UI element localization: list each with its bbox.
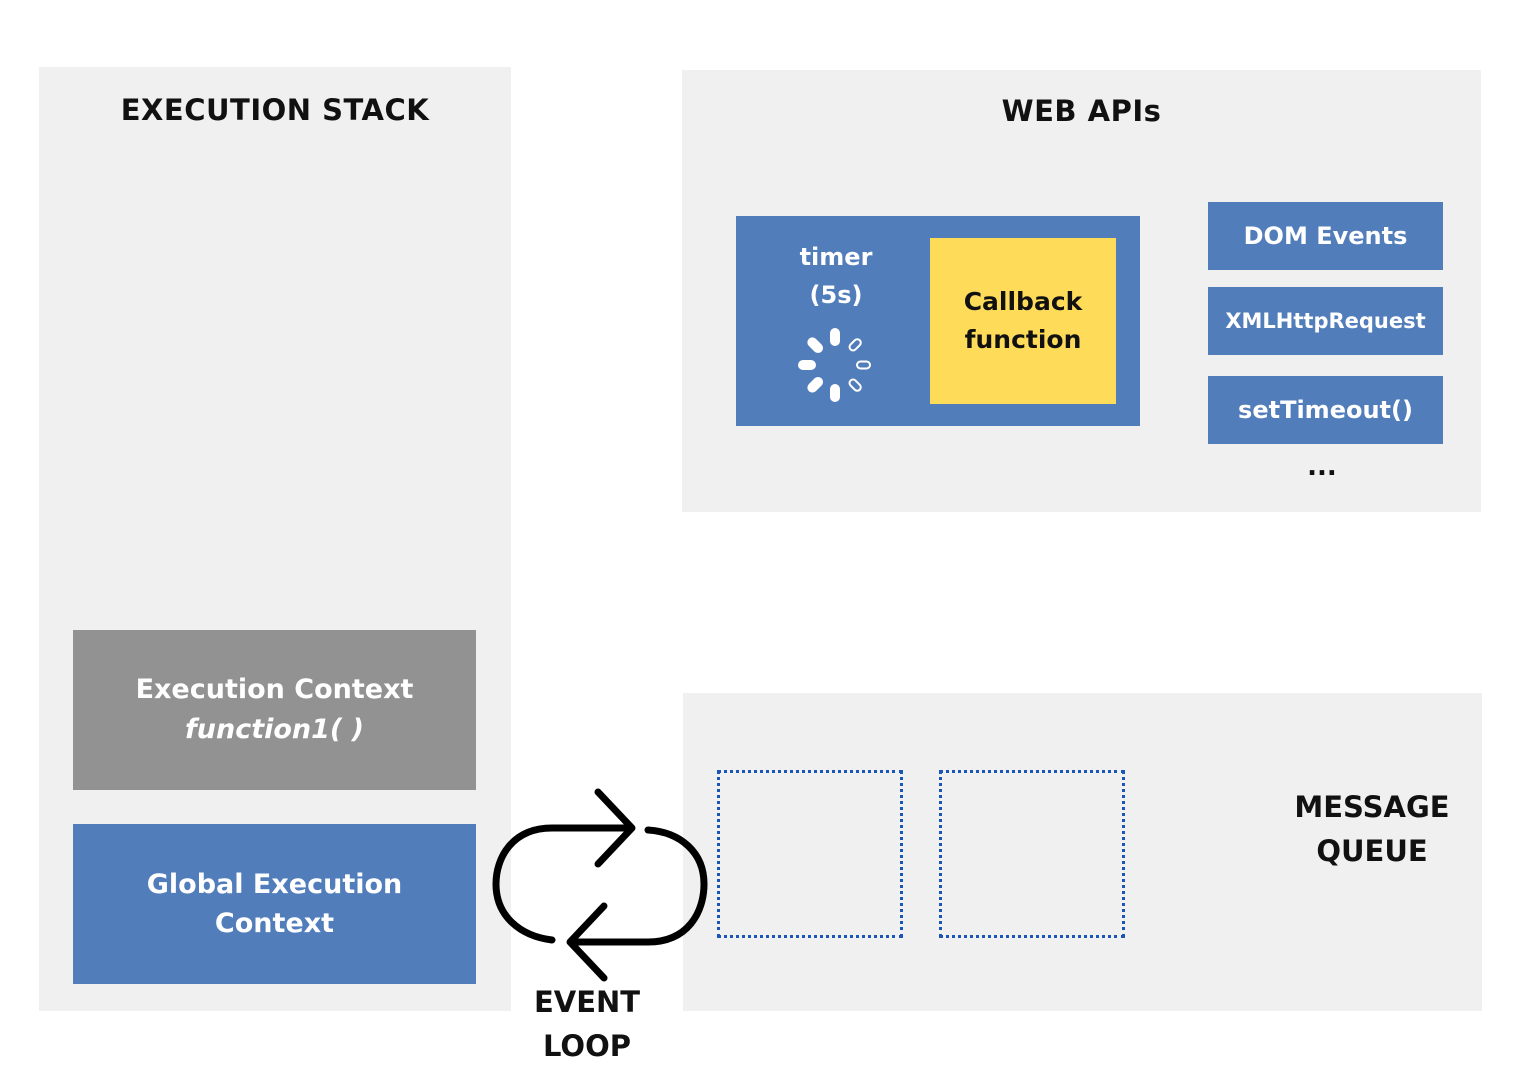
message-queue-title-line1: MESSAGE — [1294, 790, 1450, 824]
event-loop-label-line1: EVENT — [533, 985, 641, 1019]
timer-label-line1: timer — [799, 243, 873, 271]
timer-label-line2: (5s) — [809, 281, 863, 309]
event-loop-label-line2: LOOP — [542, 1029, 631, 1063]
function-context-label: Execution Context — [135, 674, 414, 705]
timer-label: timer (5s) — [766, 238, 906, 314]
web-apis-title: WEB APIs — [1001, 94, 1162, 128]
function-execution-context: Execution Context function1( ) — [73, 630, 476, 790]
message-queue-panel: MESSAGE QUEUE — [683, 693, 1482, 1011]
function-context-name: function1( ) — [185, 714, 364, 745]
callback-line1: Callback — [963, 287, 1083, 316]
api-more-ellipsis: ... — [1307, 452, 1337, 482]
execution-stack-panel: EXECUTION STACK Execution Context functi… — [39, 67, 511, 1011]
queue-slot — [717, 770, 903, 938]
global-context-line2: Context — [214, 908, 335, 939]
loop-arrows-icon — [492, 788, 708, 982]
web-apis-panel: WEB APIs timer (5s) Callback function — [682, 70, 1481, 512]
global-context-line1: Global Execution — [146, 869, 403, 900]
message-queue-title: MESSAGE QUEUE — [1269, 785, 1475, 873]
callback-function-box: Callback function — [930, 238, 1116, 404]
api-item-xmlhttprequest: XMLHttpRequest — [1208, 287, 1443, 355]
loading-spinner-icon — [798, 328, 871, 402]
message-queue-title-line2: QUEUE — [1316, 834, 1428, 868]
execution-stack-title: EXECUTION STACK — [120, 93, 430, 127]
api-item-dom-events: DOM Events — [1208, 202, 1443, 270]
global-execution-context: Global Execution Context — [73, 824, 476, 984]
queue-slot — [939, 770, 1125, 938]
timer-box: timer (5s) Callback function — [736, 216, 1140, 426]
api-item-settimeout: setTimeout() — [1208, 376, 1443, 444]
event-loop-label: EVENT LOOP — [502, 980, 672, 1068]
callback-line2: function — [964, 325, 1082, 354]
